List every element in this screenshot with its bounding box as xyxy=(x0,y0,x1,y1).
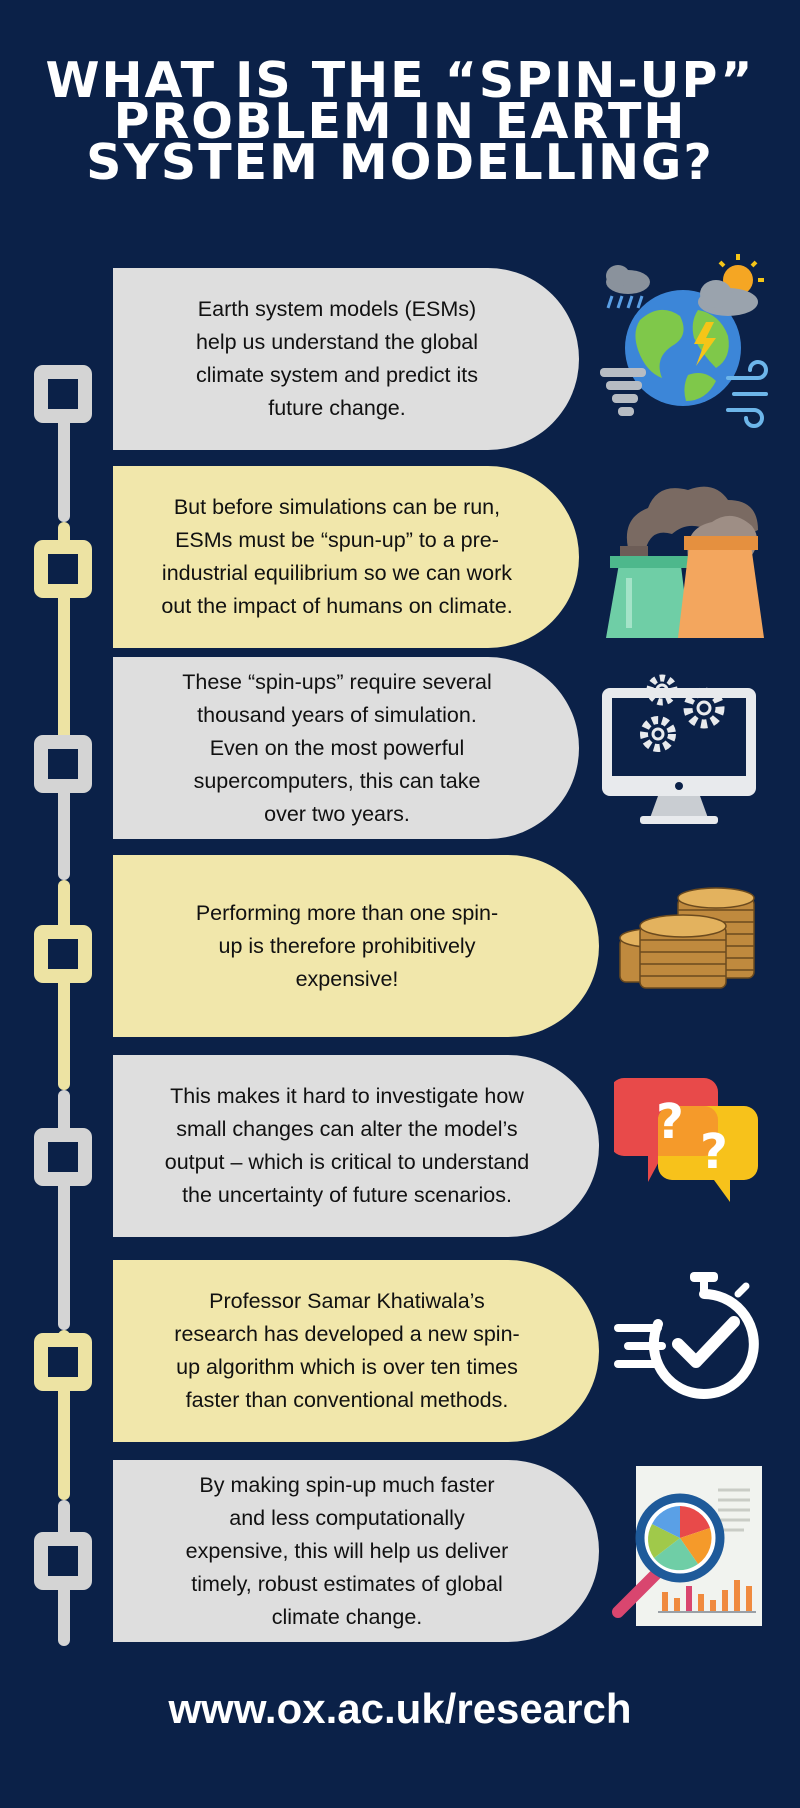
computer-gears-icon xyxy=(602,674,756,824)
svg-text:?: ? xyxy=(656,1094,684,1150)
step-card-2: But before simulations can be run,ESMs m… xyxy=(113,466,579,648)
timeline-node xyxy=(34,365,92,423)
question-bubbles-icon: ? ? xyxy=(614,1078,758,1202)
timeline-node xyxy=(34,925,92,983)
timeline-node xyxy=(34,1333,92,1391)
timeline-node xyxy=(34,735,92,793)
svg-text:?: ? xyxy=(700,1124,728,1180)
title-line: SYSTEM MODELLING? xyxy=(86,134,714,191)
title-line: PROBLEM IN EARTH xyxy=(113,93,687,150)
timeline-node xyxy=(34,540,92,598)
earth-weather-icon xyxy=(600,254,768,428)
timeline-node xyxy=(34,1532,92,1590)
timeline-node xyxy=(34,1128,92,1186)
step-text: Performing more than one spin-up is ther… xyxy=(195,900,499,991)
page-title: WHAT IS THE “SPIN-UP” PROBLEM IN EARTH S… xyxy=(0,52,800,191)
step-card-1: Earth system models (ESMs)help us unders… xyxy=(113,268,579,450)
factory-chimneys-icon xyxy=(606,486,764,638)
step-text: Earth system models (ESMs)help us unders… xyxy=(195,297,479,420)
step-text: But before simulations can be run,ESMs m… xyxy=(161,495,513,618)
timeline-rail-segment xyxy=(58,880,70,1090)
step-card-4: Performing more than one spin-up is ther… xyxy=(113,855,599,1037)
stopwatch-check-icon xyxy=(614,1272,759,1399)
coin-stacks-icon xyxy=(619,887,755,989)
footer-url[interactable]: www.ox.ac.uk/research xyxy=(168,1685,632,1732)
magnifier-report-icon xyxy=(612,1466,762,1626)
title-line: WHAT IS THE “SPIN-UP” xyxy=(45,52,755,109)
timeline-rail-segment xyxy=(58,1090,70,1330)
